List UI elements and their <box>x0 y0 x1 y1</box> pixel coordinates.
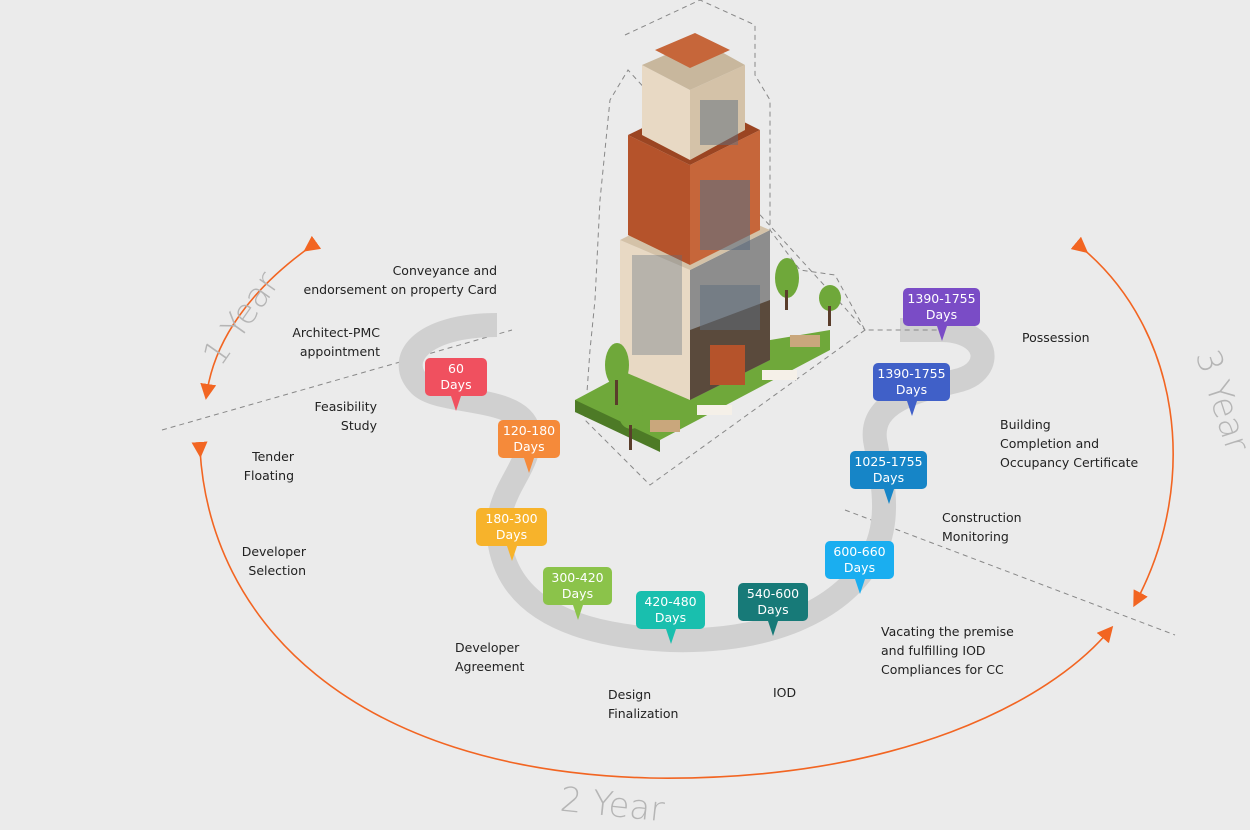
days-unit: Days <box>843 560 876 575</box>
days-unit: Days <box>495 527 528 542</box>
days-range: 420-480 <box>644 594 697 609</box>
days-range: 120-180 <box>502 423 556 438</box>
days-unit: Days <box>872 470 905 485</box>
building-illustration <box>575 33 841 452</box>
label-possession: Possession <box>1022 330 1090 345</box>
days-range: 1390-1755 <box>877 366 946 381</box>
days-unit: Days <box>925 307 958 322</box>
days-unit: Days <box>440 377 472 392</box>
days-range: 60 <box>448 361 464 376</box>
two-year-arrow <box>191 441 1114 779</box>
three-year-arrow <box>1070 236 1174 608</box>
divider-line <box>161 329 513 431</box>
days-range: 600-660 <box>833 544 886 559</box>
days-unit: Days <box>654 610 687 625</box>
days-range: 540-600 <box>746 586 800 601</box>
days-range: 300-420 <box>551 570 604 585</box>
days-unit: Days <box>513 439 545 454</box>
days-unit: Days <box>561 586 594 601</box>
days-range: 180-300 <box>485 511 538 526</box>
days-unit: Days <box>895 382 928 397</box>
days-range: 1025-1755 <box>854 454 923 469</box>
days-range: 1390-1755 <box>907 291 976 306</box>
plot-outline <box>584 0 940 486</box>
days-unit: Days <box>757 602 789 617</box>
milestone-label: IOD <box>773 685 797 700</box>
one-year-arrow <box>200 235 322 400</box>
